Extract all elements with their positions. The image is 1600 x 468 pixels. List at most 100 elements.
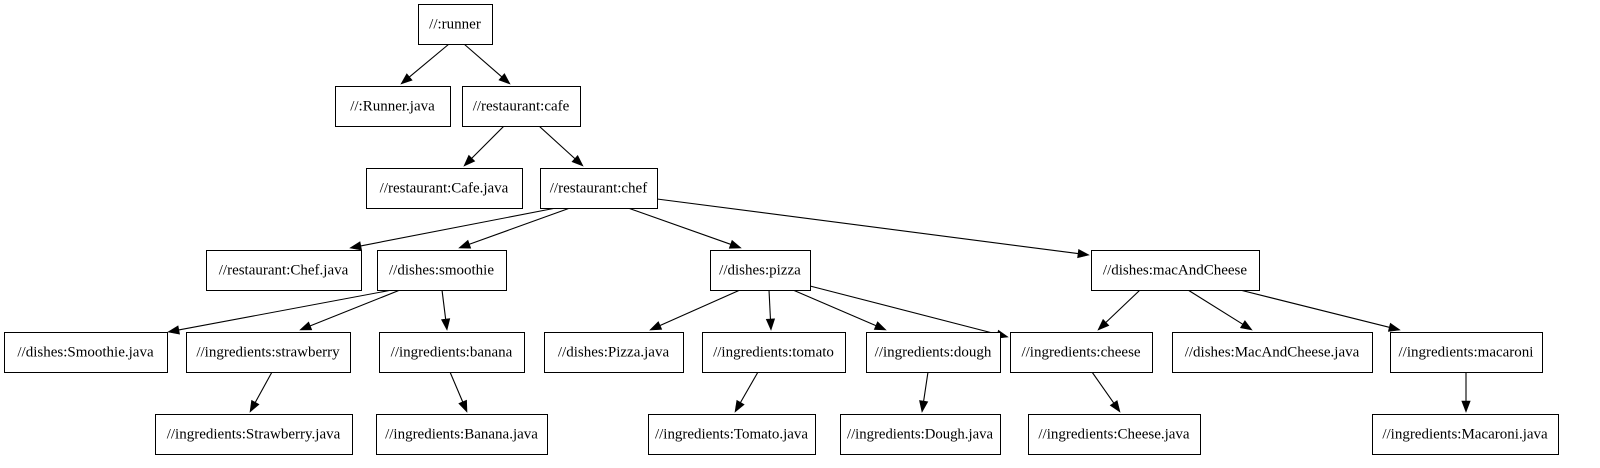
node-label: //ingredients:Dough.java <box>847 426 993 442</box>
edge-line <box>923 371 929 402</box>
arrowhead-icon <box>1109 400 1121 413</box>
node-label: //ingredients:dough <box>875 344 992 360</box>
arrowhead-icon <box>919 400 929 413</box>
node-Chef_java[interactable]: //restaurant:Chef.java <box>206 250 362 291</box>
node-box[interactable] <box>376 414 548 455</box>
edge-restaurant_chef-to-dishes_smoothie <box>458 207 571 249</box>
node-box[interactable] <box>648 414 816 455</box>
node-restaurant_cafe[interactable]: //restaurant:cafe <box>462 86 581 127</box>
arrowhead-icon <box>458 239 472 249</box>
edge-line <box>463 43 503 78</box>
node-box[interactable] <box>186 332 351 373</box>
edge-dishes_smoothie-to-Smoothie_java <box>167 289 393 335</box>
edge-dishes_smoothie-to-ing_strawberry <box>299 289 401 331</box>
node-box[interactable] <box>1390 332 1543 373</box>
node-box[interactable] <box>335 86 451 127</box>
node-box[interactable] <box>1372 414 1559 455</box>
node-box[interactable] <box>702 332 846 373</box>
arrowhead-icon <box>1239 320 1253 331</box>
edge-ing_dough-to-Dough_java <box>919 371 929 413</box>
node-box[interactable] <box>206 250 362 291</box>
arrowhead-icon <box>765 318 776 331</box>
node-Tomato_java[interactable]: //ingredients:Tomato.java <box>648 414 816 455</box>
node-Cheese_java[interactable]: //ingredients:Cheese.java <box>1028 414 1201 455</box>
node-ing_cheese[interactable]: //ingredients:cheese <box>1010 332 1153 373</box>
node-Strawberry_java[interactable]: //ingredients:Strawberry.java <box>155 414 353 455</box>
node-dishes_smoothie[interactable]: //dishes:smoothie <box>377 250 507 291</box>
arrowhead-icon <box>440 318 451 331</box>
node-box[interactable] <box>1028 414 1201 455</box>
node-label: //ingredients:strawberry <box>196 344 340 360</box>
node-ing_macaroni[interactable]: //ingredients:macaroni <box>1390 332 1543 373</box>
node-box[interactable] <box>840 414 1001 455</box>
edge-line <box>178 289 393 331</box>
node-box[interactable] <box>1010 332 1153 373</box>
node-box[interactable] <box>4 332 168 373</box>
edge-line <box>441 289 447 320</box>
node-label: //ingredients:cheese <box>1021 344 1140 360</box>
node-box[interactable] <box>540 168 658 209</box>
node-runner[interactable]: //:runner <box>418 4 493 45</box>
node-Pizza_java[interactable]: //dishes:Pizza.java <box>544 332 684 373</box>
edge-restaurant_chef-to-Chef_java <box>349 207 557 251</box>
node-label: //:runner <box>429 16 481 32</box>
edge-line <box>809 285 998 335</box>
edge-line <box>792 289 877 327</box>
node-dishes_pizza[interactable]: //dishes:pizza <box>710 250 811 291</box>
node-MacAndCheese_java[interactable]: //dishes:MacAndCheese.java <box>1172 332 1373 373</box>
edge-line <box>1105 289 1141 323</box>
arrowhead-icon <box>167 325 180 335</box>
edge-restaurant_cafe-to-Cafe_java <box>463 125 505 167</box>
arrowhead-icon <box>400 73 413 85</box>
node-restaurant_chef[interactable]: //restaurant:chef <box>540 168 658 209</box>
edge-dishes_pizza-to-ing_tomato <box>765 289 776 331</box>
edge-line <box>469 207 571 245</box>
edge-dishes_macandchs-to-ing_macaroni <box>1239 289 1401 332</box>
edge-restaurant_cafe-to-restaurant_chef <box>538 125 584 167</box>
node-box[interactable] <box>1091 250 1260 291</box>
node-box[interactable] <box>866 332 1001 373</box>
arrowhead-icon <box>458 399 468 413</box>
node-ing_dough[interactable]: //ingredients:dough <box>866 332 1001 373</box>
edge-restaurant_chef-to-dishes_pizza <box>627 207 742 249</box>
node-label: //restaurant:Chef.java <box>219 262 349 278</box>
edges-layer <box>167 43 1471 413</box>
node-ing_tomato[interactable]: //ingredients:tomato <box>702 332 846 373</box>
node-box[interactable] <box>155 414 353 455</box>
node-Macaroni_java[interactable]: //ingredients:Macaroni.java <box>1372 414 1559 455</box>
node-box[interactable] <box>377 250 507 291</box>
node-Runner_java[interactable]: //:Runner.java <box>335 86 451 127</box>
node-label: //ingredients:Tomato.java <box>655 426 808 442</box>
node-box[interactable] <box>462 86 581 127</box>
node-ing_banana[interactable]: //ingredients:banana <box>379 332 525 373</box>
node-label: //ingredients:Strawberry.java <box>167 426 341 442</box>
edge-restaurant_chef-to-dishes_macandchs <box>656 198 1090 259</box>
node-label: //ingredients:tomato <box>713 344 834 360</box>
node-dishes_macandchs[interactable]: //dishes:macAndCheese <box>1091 250 1260 291</box>
edge-line <box>409 43 450 78</box>
node-box[interactable] <box>418 4 493 45</box>
node-box[interactable] <box>379 332 525 373</box>
node-box[interactable] <box>710 250 811 291</box>
node-Banana_java[interactable]: //ingredients:Banana.java <box>376 414 548 455</box>
node-Dough_java[interactable]: //ingredients:Dough.java <box>840 414 1001 455</box>
arrowhead-icon <box>728 239 742 249</box>
arrowhead-icon <box>1387 322 1401 332</box>
node-label: //ingredients:Banana.java <box>385 426 538 442</box>
node-box[interactable] <box>366 168 523 209</box>
edge-line <box>254 371 273 403</box>
edge-ing_macaroni-to-Macaroni_java <box>1461 372 1471 413</box>
edge-line <box>1187 289 1243 325</box>
node-Cafe_java[interactable]: //restaurant:Cafe.java <box>366 168 523 209</box>
node-label: //dishes:smoothie <box>389 262 494 278</box>
edge-line <box>656 198 1079 255</box>
edge-line <box>471 125 505 159</box>
node-Smoothie_java[interactable]: //dishes:Smoothie.java <box>4 332 168 373</box>
node-box[interactable] <box>1172 332 1373 373</box>
arrowhead-icon <box>249 399 260 413</box>
node-label: //dishes:pizza <box>719 262 801 278</box>
node-box[interactable] <box>544 332 684 373</box>
arrowhead-icon <box>1461 400 1471 413</box>
node-ing_strawberry[interactable]: //ingredients:strawberry <box>186 332 351 373</box>
node-label: //dishes:Pizza.java <box>558 344 670 360</box>
